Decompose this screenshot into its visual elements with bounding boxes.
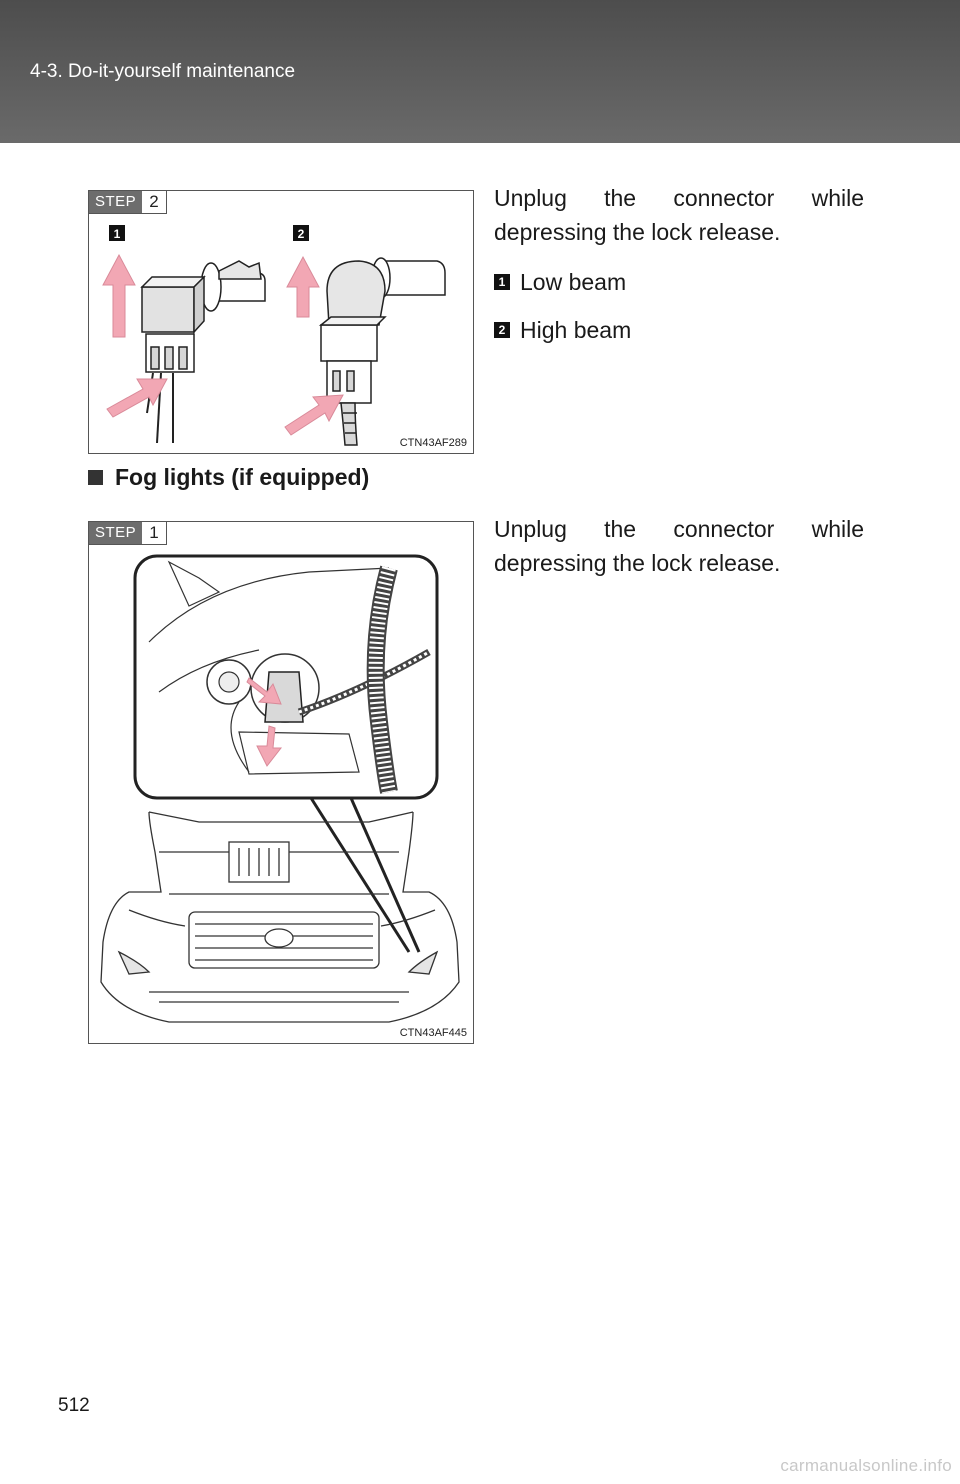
fog-light-illustration [100,554,460,1023]
pull-up-arrow-low [102,253,136,338]
low-beam-bulb [140,260,266,444]
press-down-arrow [246,677,282,705]
step-word: STEP [89,522,143,544]
legend-number-badge: 2 [494,322,510,338]
legend-label: Low beam [520,269,627,295]
legend-high-beam: 2 High beam [494,315,631,345]
legend-label: High beam [520,317,632,343]
step1-instruction-line1: Unplug the connector while [494,516,864,542]
step-1-badge: STEP 1 [89,522,167,545]
legend-number-badge: 1 [494,274,510,290]
fog-light-detail-inset [133,554,439,800]
callout-2-label: 2 [298,227,305,241]
page-header: 4-3. Do-it-yourself maintenance [0,0,960,143]
figure-code: CTN43AF289 [399,437,467,449]
figure-code: CTN43AF445 [399,1027,467,1039]
section-title: 4-3. Do-it-yourself maintenance [30,61,296,82]
step-word: STEP [89,191,143,213]
page-number: 512 [58,1395,90,1416]
fog-lights-heading: Fog lights (if equipped) [88,464,369,491]
callout-2-box [293,225,309,241]
vehicle-front-illustration [100,811,460,1023]
step2-instruction-line2: depressing the lock release. [494,219,781,245]
step-2-badge: STEP 2 [89,191,167,214]
figure-step1: STEP 1 CTN43AF445 [88,521,474,1044]
step1-instruction-line2: depressing the lock release. [494,550,781,576]
pull-down-arrow [256,725,283,767]
legend-low-beam: 1 Low beam [494,267,626,297]
figure-step2: 1 2 [88,190,474,454]
callout-1-label: 1 [114,227,121,241]
step-number: 2 [142,191,166,213]
step-number: 1 [142,522,166,544]
step2-instruction-line1: Unplug the connector while [494,185,864,211]
push-arrow-low [106,378,168,418]
heading-text: Fog lights (if equipped) [115,464,370,490]
callout-1-box [109,225,125,241]
square-bullet-icon [88,470,103,485]
push-arrow-high [284,394,344,436]
bulb-connectors-illustration: 1 2 [102,225,446,446]
watermark: carmanualsonline.info [780,1456,952,1475]
high-beam-bulb [318,257,446,446]
pull-up-arrow-high [286,255,320,318]
